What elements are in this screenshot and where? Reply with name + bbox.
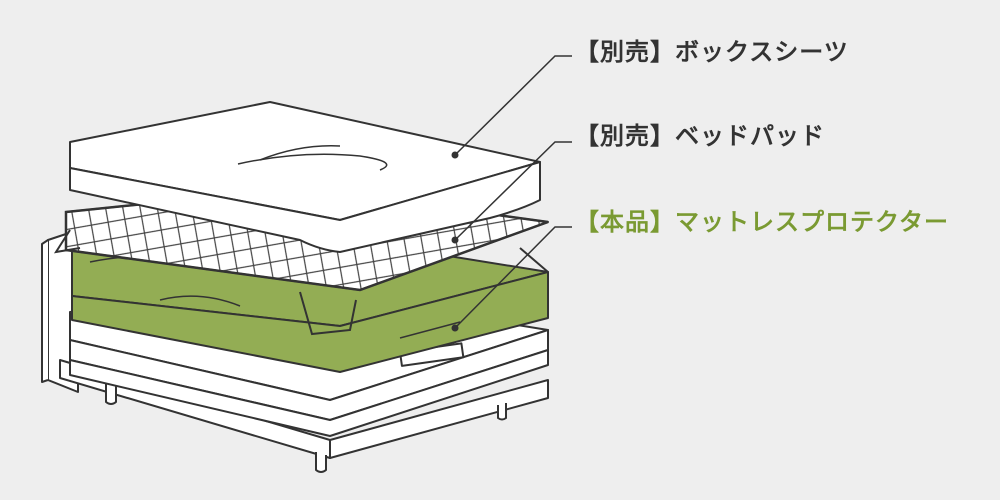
leader-dots bbox=[451, 151, 459, 332]
label-box-sheet: 【別売】ボックスシーツ bbox=[575, 38, 849, 66]
leader-lines bbox=[454, 55, 572, 329]
label-bed-pad: 【別売】ベッドパッド bbox=[575, 122, 825, 150]
box-sheet bbox=[69, 101, 541, 253]
label-mattress-protector: 【本品】マットレスプロテクター bbox=[575, 208, 950, 236]
